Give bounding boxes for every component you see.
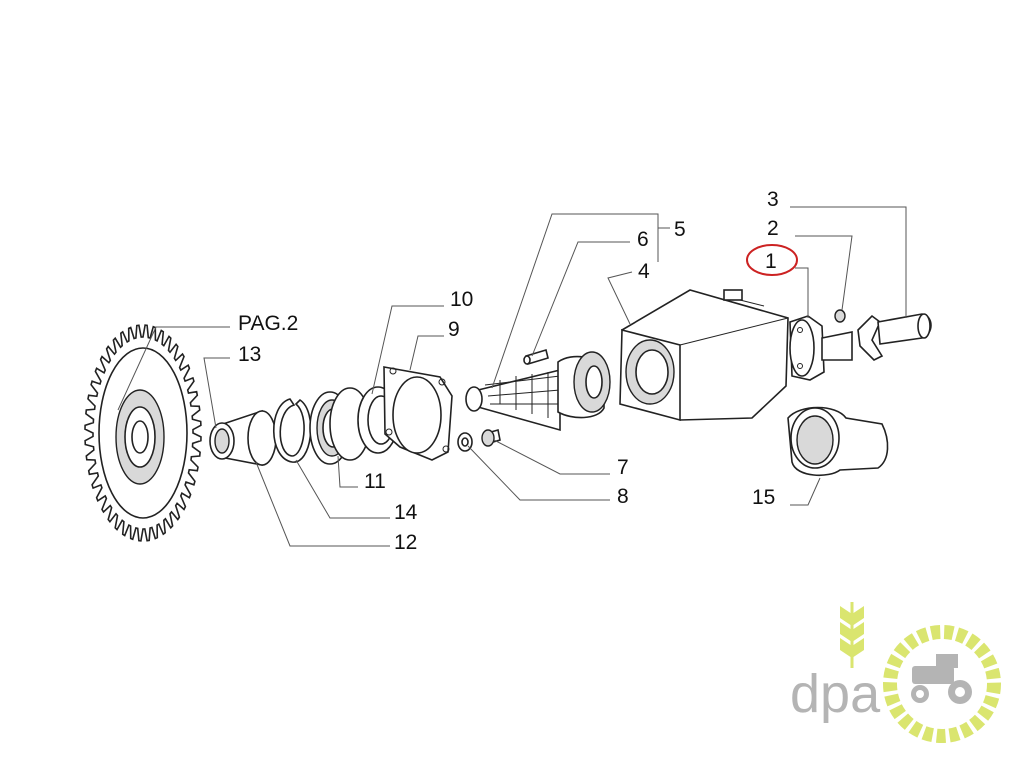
bolt [481,428,501,447]
callout-11: 11 [364,470,386,493]
large-gear [84,324,202,542]
leader-lines [117,206,907,547]
callout-7: 7 [617,456,629,479]
small-pin [834,309,846,323]
callout-10: 10 [450,288,473,311]
splined-shaft [465,351,611,432]
callout-2: 2 [767,217,779,240]
logo-text: dpa [790,664,881,724]
callout-pag2: PAG.2 [238,312,298,335]
callout-5: 5 [674,218,686,241]
protective-cone [787,406,889,477]
callout-12: 12 [394,531,417,554]
splined-sleeve [209,409,277,466]
dowel-pin [523,348,549,366]
callout-13: 13 [238,343,261,366]
callout-6: 6 [637,228,649,251]
gasket-plate [383,366,453,461]
wheat-icon [840,602,864,668]
callout-3: 3 [767,188,779,211]
callout-15: 15 [752,486,775,509]
tractor-icon [911,654,972,704]
callout-1: 1 [765,250,777,273]
flange-coupling [789,315,853,381]
snap-ring [273,398,312,463]
callout-14: 14 [394,501,418,524]
housing-guard [619,289,789,422]
callout-4: 4 [638,260,650,283]
yoke-stub-shaft [857,313,932,361]
callout-9: 9 [448,318,460,341]
highlight-ring [746,244,798,276]
callout-labels: 3 2 1 6 5 4 10 9 PAG.2 13 7 8 11 14 12 1… [238,188,798,554]
callout-8: 8 [617,485,629,508]
dpa-logo: dpa [790,602,1001,743]
